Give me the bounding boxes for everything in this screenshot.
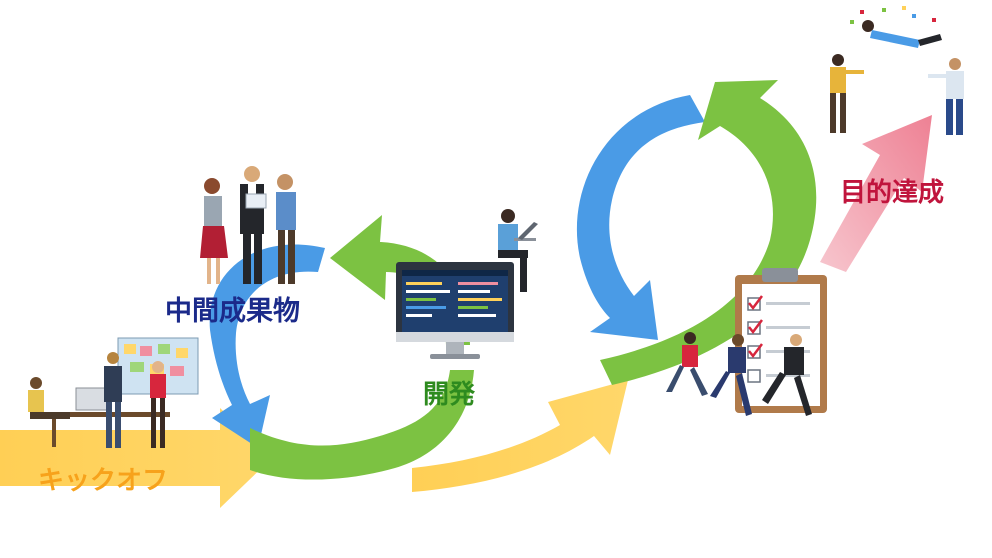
development-green-wave [250, 370, 474, 480]
running-business-people-illustration [666, 332, 812, 416]
kickoff-label: キックオフ [38, 466, 169, 496]
business-review-group-illustration [200, 166, 296, 284]
checklist-clipboard-illustration [735, 268, 827, 413]
goal-achieved-label: 目的達成 [840, 178, 945, 208]
development-label: 開発 [423, 380, 476, 410]
interim-loop-green-arrow [330, 215, 470, 345]
developer-at-laptop-illustration [498, 209, 538, 292]
kickoff-team-meeting-illustration [28, 337, 199, 448]
kickoff-arrow [0, 408, 272, 508]
celebrating-people-illustration [830, 6, 964, 135]
sprint-loop-blue-arrow [576, 95, 705, 340]
interim-loop-blue-arrow [209, 244, 325, 448]
goal-arrow [820, 115, 932, 272]
code-monitor-illustration [396, 262, 514, 359]
development-yellow-arrow [412, 380, 628, 492]
interim-deliverable-label: 中間成果物 [165, 296, 300, 327]
